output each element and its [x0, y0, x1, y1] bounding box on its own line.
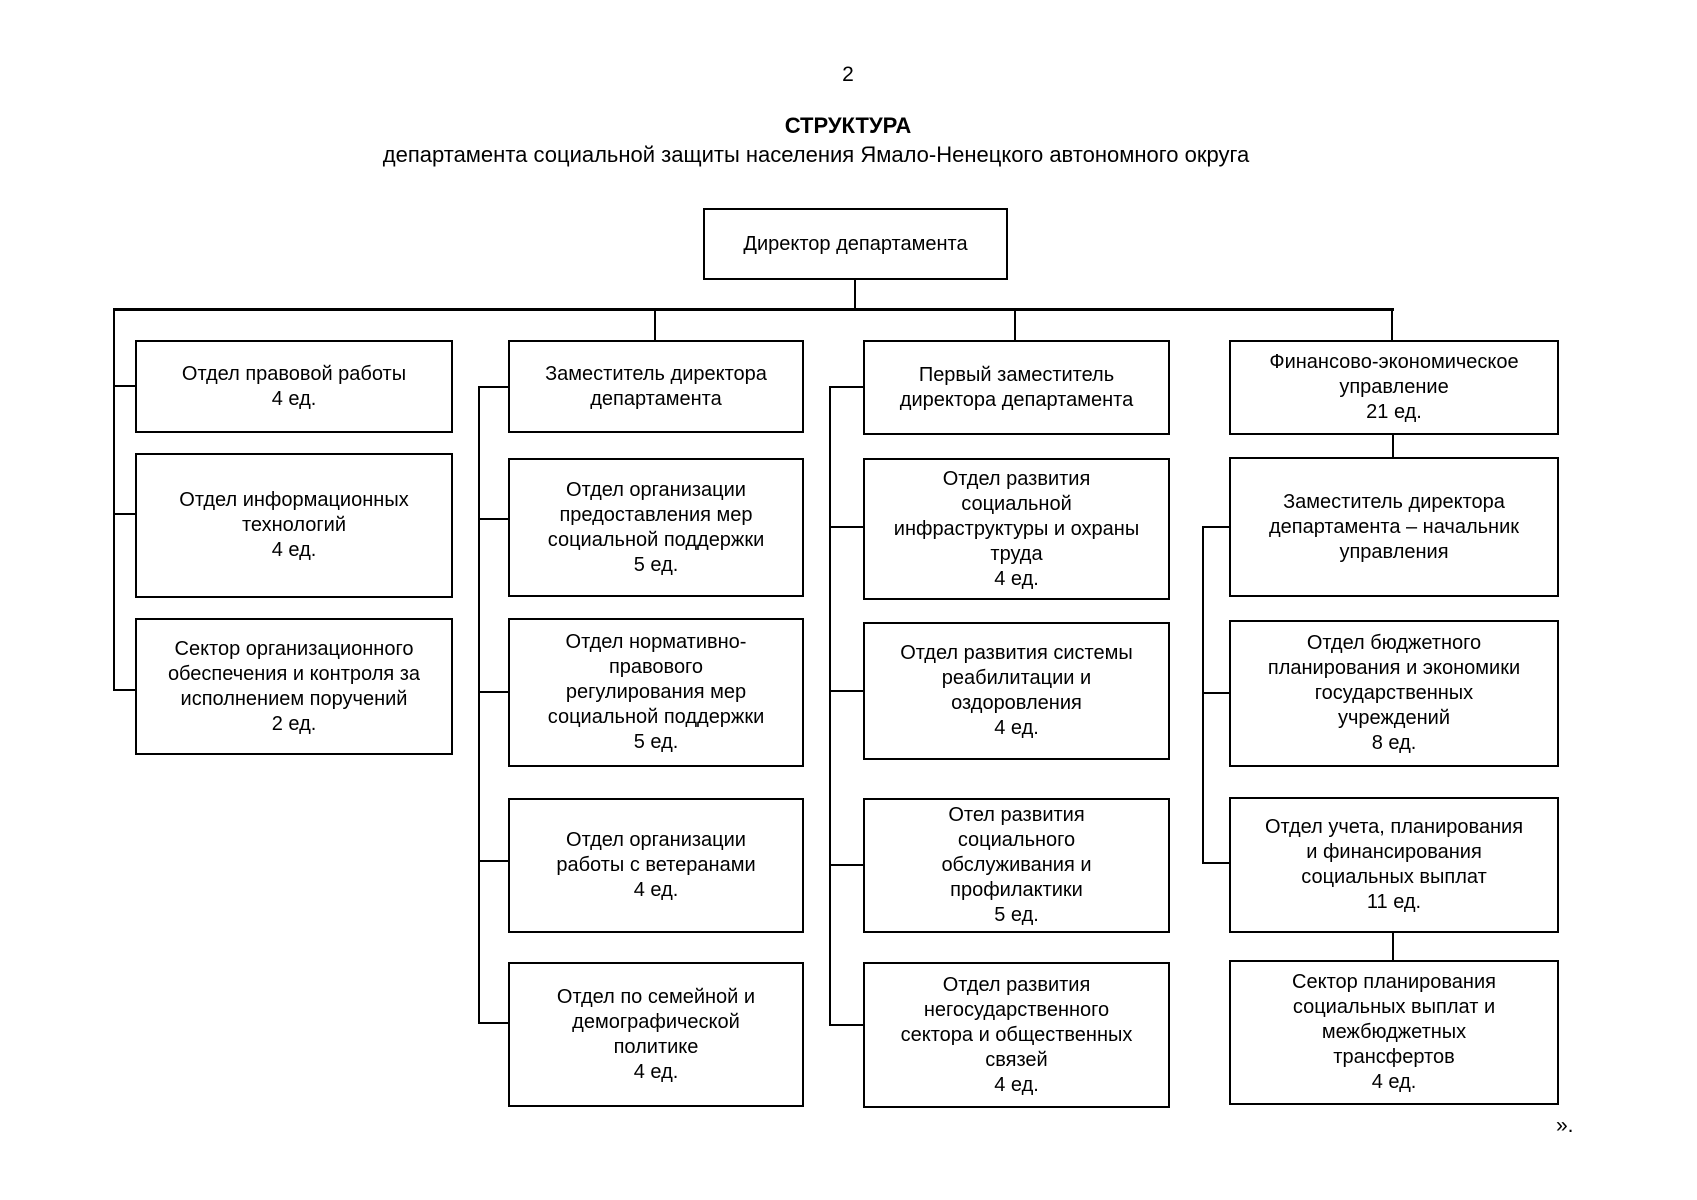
- org-box-label: Финансово-экономическое управление: [1269, 351, 1519, 398]
- org-box-label: Отдел организации предоставления мер соц…: [547, 478, 765, 551]
- org-box-information-technology: Отдел информационных технологий 4 ед.: [135, 453, 453, 598]
- org-box-count: 4 ед.: [271, 387, 317, 410]
- org-box-label: Отдел бюджетного планирования и экономик…: [1267, 632, 1521, 729]
- connector-col1-spine: [113, 308, 115, 691]
- org-box-legal-work: Отдел правовой работы 4 ед.: [135, 340, 453, 433]
- org-box-legal-regulation: Отдел нормативно- правового регулировани…: [508, 618, 804, 767]
- connector-col2-drop: [654, 311, 656, 340]
- connector-col4-header-deputy: [1392, 435, 1394, 457]
- org-box-social-support-provision: Отдел организации предоставления мер соц…: [508, 458, 804, 597]
- org-box-director: Директор департамента: [703, 208, 1008, 280]
- org-box-label: Отдел организации работы с ветеранами: [556, 829, 756, 876]
- org-box-finance-economic-department: Финансово-экономическое управление 21 ед…: [1229, 340, 1559, 435]
- org-box-count: 5 ед.: [633, 553, 679, 576]
- org-box-payments-planning-sector: Сектор планирования социальных выплат и …: [1229, 960, 1559, 1105]
- org-box-label: Директор департамента: [743, 232, 968, 255]
- org-box-label: Заместитель директора департамента – нач…: [1268, 490, 1520, 563]
- page-number: 2: [842, 63, 854, 86]
- org-box-label: Отдел нормативно- правового регулировани…: [547, 631, 765, 728]
- org-box-count: 4 ед.: [1371, 1071, 1417, 1093]
- page-title: СТРУКТУРА: [784, 113, 912, 138]
- org-box-deputy-director: Заместитель директора департамента: [508, 340, 804, 433]
- connector-col4-spine: [1202, 526, 1204, 864]
- connector-col4-stub-2: [1202, 862, 1231, 864]
- org-box-count: 4 ед.: [994, 1073, 1039, 1096]
- org-box-org-support-sector: Сектор организационного обеспечения и ко…: [135, 618, 453, 755]
- connector-col3-stub-header: [829, 386, 865, 388]
- org-box-count: 4 ед.: [633, 1060, 679, 1083]
- connector-col1-stub-2: [113, 513, 137, 515]
- org-box-label: Отдел информационных технологий: [179, 489, 409, 536]
- org-box-count: 4 ед.: [633, 879, 679, 901]
- org-box-count: 2 ед.: [271, 712, 317, 735]
- connector-main-horizontal: [113, 308, 1394, 311]
- org-box-label: Сектор организационного обеспечения и ко…: [167, 637, 421, 710]
- connector-col1-stub-1: [113, 385, 137, 387]
- org-box-ngo-sector: Отдел развития негосударственного сектор…: [863, 962, 1170, 1108]
- connector-col3-drop: [1014, 311, 1016, 340]
- org-box-social-infrastructure: Отдел развития социальной инфраструктуры…: [863, 458, 1170, 600]
- org-box-label: Первый заместитель директора департамент…: [899, 363, 1134, 411]
- org-box-social-services: Отел развития социального обслуживания и…: [863, 798, 1170, 933]
- connector-col1-stub-3: [113, 689, 137, 691]
- connector-col2-stub-4: [478, 1022, 510, 1024]
- org-box-count: 4 ед.: [271, 539, 317, 561]
- connector-col2-spine: [478, 386, 480, 1024]
- org-box-deputy-head-of-department: Заместитель директора департамента – нач…: [1229, 457, 1559, 597]
- connector-col3-stub-3: [829, 864, 865, 866]
- org-box-label: Отдел правовой работы: [181, 362, 407, 385]
- org-box-label: Отдел развития социальной инфраструктуры…: [893, 467, 1140, 565]
- org-box-accounting-financing: Отдел учета, планирования и финансирован…: [1229, 797, 1559, 933]
- connector-col4-drop: [1391, 311, 1393, 340]
- org-box-budget-planning: Отдел бюджетного планирования и экономик…: [1229, 620, 1559, 767]
- connector-director-drop: [854, 280, 856, 308]
- org-box-family-demographic-policy: Отдел по семейной и демографической поли…: [508, 962, 804, 1107]
- org-box-label: Отдел развития системы реабилитации и оз…: [900, 642, 1133, 714]
- org-box-label: Отдел учета, планирования и финансирован…: [1264, 816, 1524, 888]
- org-box-first-deputy-director: Первый заместитель директора департамент…: [863, 340, 1170, 435]
- org-box-count: 4 ед.: [994, 717, 1039, 739]
- connector-col2-stub-header: [478, 386, 510, 388]
- connector-col3-spine: [829, 386, 831, 1026]
- connector-col4-sector-drop: [1392, 933, 1394, 960]
- org-box-count: 11 ед.: [1366, 891, 1422, 913]
- org-box-label: Сектор планирования социальных выплат и …: [1292, 971, 1496, 1068]
- org-box-count: 8 ед.: [1371, 732, 1417, 754]
- connector-col2-stub-3: [478, 860, 510, 862]
- org-box-label: Отдел развития негосударственного сектор…: [900, 973, 1133, 1071]
- org-box-label: Отдел по семейной и демографической поли…: [556, 985, 756, 1058]
- connector-col4-stub-deputy: [1202, 526, 1231, 528]
- org-box-count: 4 ед.: [994, 567, 1039, 590]
- connector-col2-stub-2: [478, 691, 510, 693]
- org-box-count: 21 ед.: [1366, 401, 1422, 423]
- org-box-count: 5 ед.: [633, 731, 679, 753]
- connector-col4-stub-1: [1202, 692, 1231, 694]
- closing-quote-mark: ».: [1556, 1114, 1574, 1137]
- connector-col2-stub-1: [478, 518, 510, 520]
- connector-col3-stub-4: [829, 1024, 865, 1026]
- org-box-label: Отел развития социального обслуживания и…: [941, 804, 1092, 901]
- page-subtitle: департамента социальной защиты населения…: [382, 142, 1250, 167]
- org-box-count: 5 ед.: [994, 904, 1039, 926]
- org-box-rehabilitation: Отдел развития системы реабилитации и оз…: [863, 622, 1170, 760]
- org-box-label: Заместитель директора департамента: [545, 362, 767, 410]
- connector-col3-stub-1: [829, 526, 865, 528]
- connector-col3-stub-2: [829, 690, 865, 692]
- org-box-veterans-work: Отдел организации работы с ветеранами 4 …: [508, 798, 804, 933]
